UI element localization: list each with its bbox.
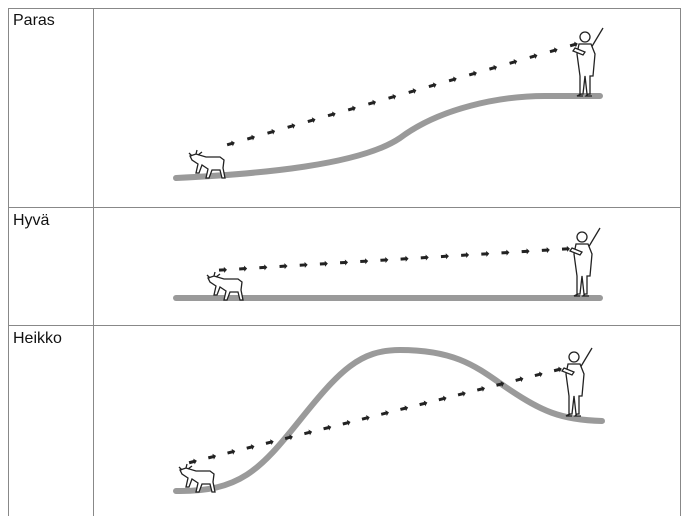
signal-dot: [400, 405, 409, 412]
signal-dot: [347, 105, 356, 112]
signal-dot: [246, 444, 255, 450]
signal-dots: [226, 41, 578, 147]
signal-dot: [239, 265, 248, 272]
signal-dot: [501, 249, 510, 256]
hunter-icon: [569, 227, 601, 297]
dog-icon: [178, 463, 216, 493]
signal-dot: [360, 258, 369, 265]
signal-dot: [496, 381, 505, 387]
signal-dot: [227, 448, 236, 455]
signal-dot: [299, 261, 308, 268]
signal-dot: [509, 59, 518, 65]
signal-dot: [553, 366, 562, 373]
signal-dot: [521, 248, 530, 255]
signal-dot: [303, 429, 313, 436]
signal-dot: [226, 140, 235, 147]
signal-dot: [481, 250, 490, 257]
dog-icon: [206, 271, 244, 301]
signal-dot: [339, 259, 349, 266]
signal-dot: [207, 453, 217, 460]
signal-dot: [541, 247, 550, 254]
signal-dot: [380, 410, 389, 416]
signal-dot: [218, 266, 227, 273]
signal-dot: [448, 76, 457, 83]
signal-dots: [218, 245, 570, 273]
signal-dot: [440, 253, 449, 260]
dog-icon: [188, 149, 226, 179]
signal-dot: [561, 245, 570, 252]
signal-dot: [259, 264, 268, 271]
signal-dot: [468, 70, 477, 77]
signal-dot: [388, 93, 397, 100]
signal-dot: [267, 128, 276, 135]
signal-dot: [438, 395, 447, 402]
signal-dot: [408, 88, 417, 94]
label-heikko: Heikko: [13, 330, 62, 347]
signal-dot: [534, 371, 543, 378]
signal-dot: [323, 424, 332, 431]
signal-dot: [380, 257, 389, 263]
hunter-icon: [561, 347, 593, 417]
signal-dot: [419, 400, 428, 407]
signal-dot: [420, 254, 429, 261]
signal-dot: [569, 41, 578, 48]
signal-dot: [515, 376, 524, 383]
signal-dot: [488, 64, 498, 71]
signal-dot: [457, 390, 466, 397]
signal-dot: [461, 252, 470, 259]
signal-dot: [367, 99, 377, 106]
signal-dot: [279, 263, 288, 270]
hunter-icon: [572, 27, 604, 97]
signal-dot: [319, 260, 328, 267]
signal-dot: [549, 47, 558, 54]
signal-dot: [428, 82, 437, 89]
signal-dots: [188, 366, 562, 465]
signal-dot: [287, 123, 296, 129]
signal-dot: [188, 458, 197, 465]
signal-dot: [265, 439, 274, 446]
terrain-rising: [173, 93, 603, 181]
signal-dot: [327, 111, 336, 118]
terrain-hill: [173, 346, 605, 495]
label-hyva: Hyvä: [13, 212, 50, 229]
signal-dot: [529, 53, 538, 59]
label-paras: Paras: [13, 12, 55, 29]
signal-dot: [342, 419, 351, 426]
signal-dot: [284, 434, 293, 441]
signal-dot: [400, 255, 409, 262]
signal-dot: [246, 134, 255, 141]
signal-dot: [476, 385, 486, 392]
signal-dot: [361, 415, 370, 421]
signal-dot: [307, 117, 316, 124]
